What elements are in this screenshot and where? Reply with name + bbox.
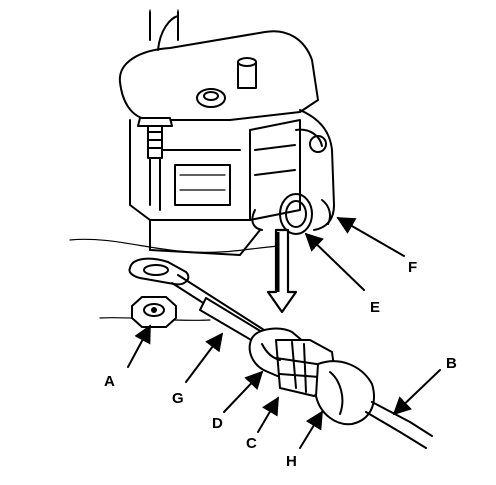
cable-eyelet — [128, 257, 190, 286]
part-labels: A B C D E F G H — [104, 259, 457, 470]
cable-end-assembly — [248, 327, 375, 426]
leader-lines — [127, 217, 441, 449]
cable-wire — [365, 401, 433, 449]
cable-rod — [171, 274, 265, 345]
label-b: B — [446, 355, 457, 372]
label-e: E — [370, 299, 380, 316]
label-d: D — [212, 415, 223, 432]
insert-direction-arrow — [266, 228, 298, 314]
nut — [131, 296, 177, 328]
label-h: H — [286, 453, 297, 470]
label-a: A — [104, 373, 115, 390]
label-c: C — [246, 435, 257, 452]
label-g: G — [172, 390, 184, 407]
label-f: F — [408, 259, 417, 276]
latch-assembly — [118, 11, 335, 256]
